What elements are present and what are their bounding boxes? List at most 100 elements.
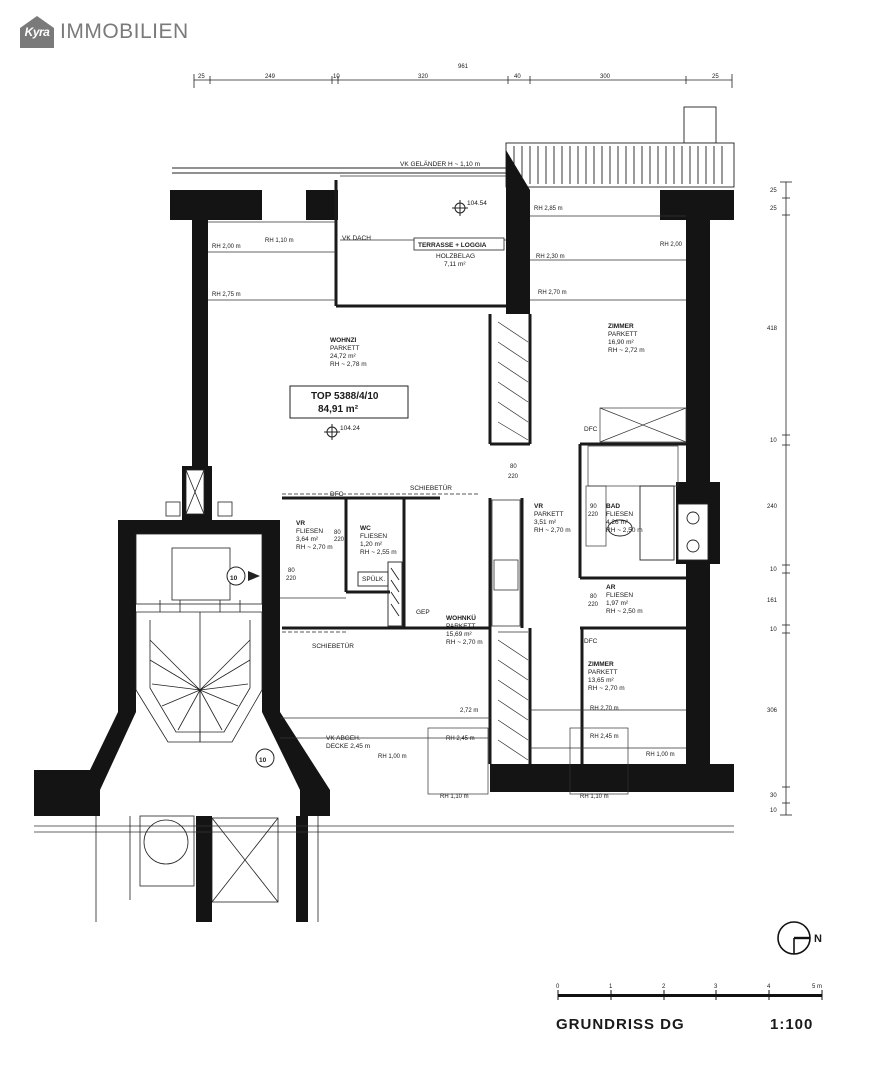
terrace-label-box [413, 237, 505, 251]
rh-3: RH 2,75 m [212, 292, 241, 298]
balcony-railing [172, 106, 735, 188]
svg-text:ZIMMER: ZIMMER [608, 323, 634, 330]
level-marker-terrace-icon [452, 200, 468, 216]
label-gelaender: VK GELÄNDER H ~ 1,10 m [400, 160, 480, 168]
label-vk-abgeh: VK ABGEH. [326, 735, 361, 742]
svg-text:13,65 m²: 13,65 m² [588, 677, 614, 684]
dim-side-2: 25 [770, 206, 777, 212]
dim-top-3: 10 [333, 74, 340, 80]
svg-text:RH ~ 2,55 m: RH ~ 2,55 m [360, 549, 397, 556]
dim-side-7: 161 [767, 598, 778, 604]
thin-lines [34, 175, 734, 833]
svg-text:VR: VR [534, 503, 543, 510]
label-schiebetuer-1: SCHIEBETÜR [410, 484, 452, 492]
dim-side-6: 10 [770, 567, 777, 573]
room-terrasse-name: TERRASSE + LOGGIA [418, 242, 487, 249]
dim-side-3: 418 [767, 326, 778, 332]
dim-side-5: 240 [767, 504, 778, 510]
room-terrasse-area: 7,11 m² [444, 261, 466, 268]
north-arrow-icon [777, 921, 811, 955]
room-wohnkue: WOHNKÜ PARKETT 15,69 m² RH ~ 2,70 m [446, 613, 483, 646]
stairwell [95, 469, 319, 922]
scale-1: 1 [609, 984, 613, 990]
door-dim-8: 220 [588, 602, 599, 608]
room-zimmer-1: ZIMMER PARKETT 16,90 m² RH ~ 2,72 m [608, 323, 645, 354]
room-terrasse-floor: HOLZBELAG [436, 253, 475, 260]
door-dim-1: 80 [334, 530, 341, 536]
room-wc: WC FLIESEN 1,20 m² RH ~ 2,55 m [360, 525, 397, 556]
brand-logo: Kyra IMMOBILIEN [18, 14, 189, 50]
unit-area: 84,91 m² [318, 404, 359, 415]
svg-text:RH ~ 2,72 m: RH ~ 2,72 m [608, 347, 645, 354]
svg-text:1,20 m²: 1,20 m² [360, 541, 383, 548]
house-logo-icon: Kyra [18, 14, 56, 50]
svg-text:PARKETT: PARKETT [608, 331, 638, 338]
interior-walls [282, 180, 686, 764]
rh-1: RH 2,00 m [212, 244, 241, 250]
top-dimension-chain [193, 74, 733, 88]
room-zimmer-2: ZIMMER PARKETT 13,65 m² RH ~ 2,70 m [588, 661, 625, 692]
dim-top-1: 25 [198, 74, 205, 80]
dim-top-6: 300 [600, 74, 611, 80]
svg-text:ZIMMER: ZIMMER [588, 661, 614, 668]
side-dimension-chain [780, 181, 792, 816]
door-dim-3: 80 [510, 464, 517, 470]
door-dim-7: 80 [590, 594, 597, 600]
svg-text:RH ~ 2,50 m: RH ~ 2,50 m [606, 527, 643, 534]
kitchen-counter [491, 499, 521, 627]
label-dfc-1: DFC [330, 491, 344, 498]
svg-text:WOHNKÜ: WOHNKÜ [446, 613, 476, 622]
svg-text:RH ~ 2,50 m: RH ~ 2,50 m [606, 608, 643, 615]
door-dim-6: 220 [588, 512, 599, 518]
rh-2: RH 1,10 m [265, 238, 294, 244]
level-terrace: 104.54 [467, 200, 487, 207]
unit-label-box [289, 385, 409, 419]
svg-text:FLIESEN: FLIESEN [296, 528, 323, 535]
label-decke: DECKE 2,45 m [326, 743, 370, 750]
dim-side-1: 25 [770, 188, 777, 194]
svg-text:3,64 m²: 3,64 m² [296, 536, 319, 543]
door-dim-5: 90 [590, 504, 597, 510]
label-vk-dach: VK DACH [342, 235, 371, 242]
svg-text:WOHNZI: WOHNZI [330, 337, 357, 344]
dim-total: 961 [458, 64, 469, 70]
svg-text:FLIESEN: FLIESEN [360, 533, 387, 540]
rh-7: RH 2,85 m [534, 206, 563, 212]
label-schiebetuer-2: SCHIEBETÜR [312, 642, 354, 650]
rh-8: RH 1,00 m [378, 754, 407, 760]
logo-wordmark: IMMOBILIEN [60, 20, 189, 43]
svg-text:RH ~ 2,70 m: RH ~ 2,70 m [446, 639, 483, 646]
dim-top-5: 40 [514, 74, 521, 80]
dim-side-4: 10 [770, 438, 777, 444]
scale-2: 2 [662, 984, 666, 990]
rh-9: RH 2,45 m [446, 736, 475, 742]
svg-text:10: 10 [230, 575, 238, 582]
svg-text:16,90 m²: 16,90 m² [608, 339, 634, 346]
rh-6: RH 2,00 [660, 242, 683, 248]
svg-text:FLIESEN: FLIESEN [606, 511, 633, 518]
rh-14: RH 2,70 m [590, 706, 619, 712]
level-unit: 104.24 [340, 425, 360, 432]
svg-text:RH ~ 2,70 m: RH ~ 2,70 m [534, 527, 571, 534]
north-label: N [814, 933, 822, 945]
svg-text:PARKETT: PARKETT [330, 345, 360, 352]
label-dfc-2: DFC [584, 426, 598, 433]
door-dim-4: 220 [508, 474, 519, 480]
plan-scale: 1:100 [770, 1016, 814, 1033]
svg-text:VR: VR [296, 520, 305, 527]
dim-side-8: 10 [770, 627, 777, 633]
rh-5: RH 2,70 m [538, 290, 567, 296]
dim-top-7: 25 [712, 74, 719, 80]
svg-text:24,72 m²: 24,72 m² [330, 353, 356, 360]
svg-text:PARKETT: PARKETT [534, 511, 564, 518]
scale-bar [557, 990, 823, 1000]
svg-text:15,69 m²: 15,69 m² [446, 631, 472, 638]
room-wohnzi: WOHNZI PARKETT 24,72 m² RH ~ 2,78 m [330, 337, 367, 368]
dim-top-2: 249 [265, 74, 276, 80]
svg-text:BAD: BAD [606, 503, 620, 510]
rh-15: 2,72 m [460, 708, 478, 714]
svg-text:10: 10 [259, 757, 267, 764]
room-vr-2: VR PARKETT 3,51 m² RH ~ 2,70 m [534, 503, 571, 534]
svg-text:AR: AR [606, 584, 616, 591]
